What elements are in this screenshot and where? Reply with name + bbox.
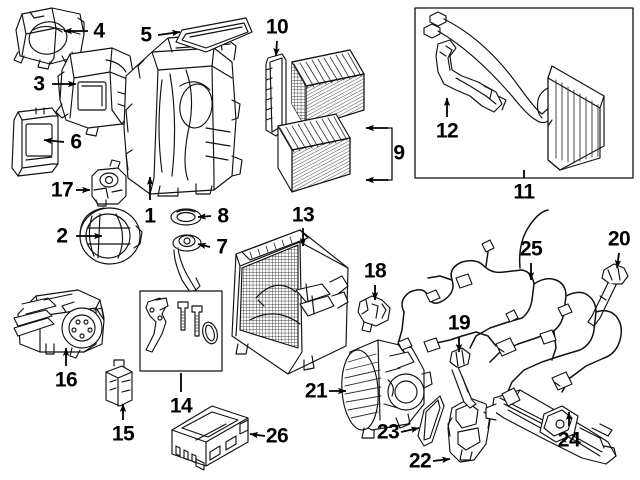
callout-4-air-inlet-housing-cover[interactable]: 4 [93,19,105,43]
callout-6-recirculation-door-flap[interactable]: 6 [70,130,82,154]
callout-18-evaporator-temperature-sensor[interactable]: 18 [363,259,387,283]
callout-20-ambient-air-temperature-sensor[interactable]: 20 [607,227,631,251]
leader-6 [43,137,65,144]
callout-3-air-inlet-duct-case[interactable]: 3 [33,72,45,96]
callout-22-blower-motor-resistor[interactable]: 22 [408,449,432,473]
part-heater-core-box [414,7,634,179]
part-drain-grommet-seal [170,208,202,226]
part-filter-housing-seal [265,53,287,137]
part-ambient-air-temperature-sensor [587,263,629,327]
leader-20 [614,252,622,269]
part-evaporator-core [231,229,349,375]
part-blower-wheel-housing-cover [79,207,143,265]
callout-24-defroster-air-duct[interactable]: 24 [557,428,581,452]
callout-10-filter-housing-seal[interactable]: 10 [265,15,289,39]
callout-2-blower-wheel-housing-cover[interactable]: 2 [56,224,68,248]
part-cabin-air-filter-lower [277,113,351,193]
part-air-inlet-duct-case [55,47,135,137]
part-air-inlet-housing-cover [13,7,85,70]
leader-10 [273,40,280,57]
part-hvac-wiring-harness [397,209,623,397]
callout-26-climate-control-module[interactable]: 26 [265,424,289,448]
leader-23 [400,426,420,433]
part-climate-control-module [171,405,249,471]
part-blower-motor-fan [341,339,433,439]
callout-1-heater-air-conditioner-housing[interactable]: 1 [144,204,156,228]
part-blower-motor-case-assembly [13,289,105,359]
part-evaporator-temperature-sensor [357,295,391,333]
leader-7 [197,242,211,250]
callout-7-mode-door-lever-link[interactable]: 7 [216,235,228,259]
callout-9-cabin-air-filter[interactable]: 9 [393,141,405,165]
harness-connectors [397,239,573,407]
callout-5-upper-seal-strip[interactable]: 5 [140,23,152,47]
part-in-car-temperature-sensor [449,347,477,409]
callout-13-evaporator-core[interactable]: 13 [291,203,315,227]
part-heater-ac-housing [123,33,243,197]
leader-8 [197,213,212,220]
part-mode-door-actuator-motor [91,159,127,207]
callout-21-blower-motor-fan[interactable]: 21 [304,379,328,403]
callout-8-drain-grommet-seal[interactable]: 8 [217,204,229,228]
leader-22 [432,456,451,464]
callout-leader-lines [43,27,622,464]
callout-11-heater-core-assembly-box[interactable]: 11 [513,180,535,204]
part-mode-door-lever-link [172,234,202,293]
part-blower-seal-gasket [417,395,445,447]
callout-17-mode-door-actuator-motor[interactable]: 17 [50,178,74,202]
part-hardware-kit-box [139,290,223,372]
callout-14-mounting-hardware-kit[interactable]: 14 [169,394,193,418]
part-upper-seal-strip [175,17,253,53]
callout-16-blower-motor-case-assembly[interactable]: 16 [54,368,78,392]
callout-25-hvac-wiring-harness[interactable]: 25 [519,237,543,261]
part-expansion-valve [105,359,133,407]
part-recirculation-door-flap [11,107,59,177]
callout-19-in-car-temperature-sensor[interactable]: 19 [447,311,471,335]
callout-15-expansion-valve[interactable]: 15 [111,422,135,446]
leader-5 [157,29,181,37]
callout-12-heater-core-pipe-bracket[interactable]: 12 [435,119,459,143]
leader-26 [249,431,266,439]
callout-23-blower-motor-seal-gasket[interactable]: 23 [376,420,400,444]
